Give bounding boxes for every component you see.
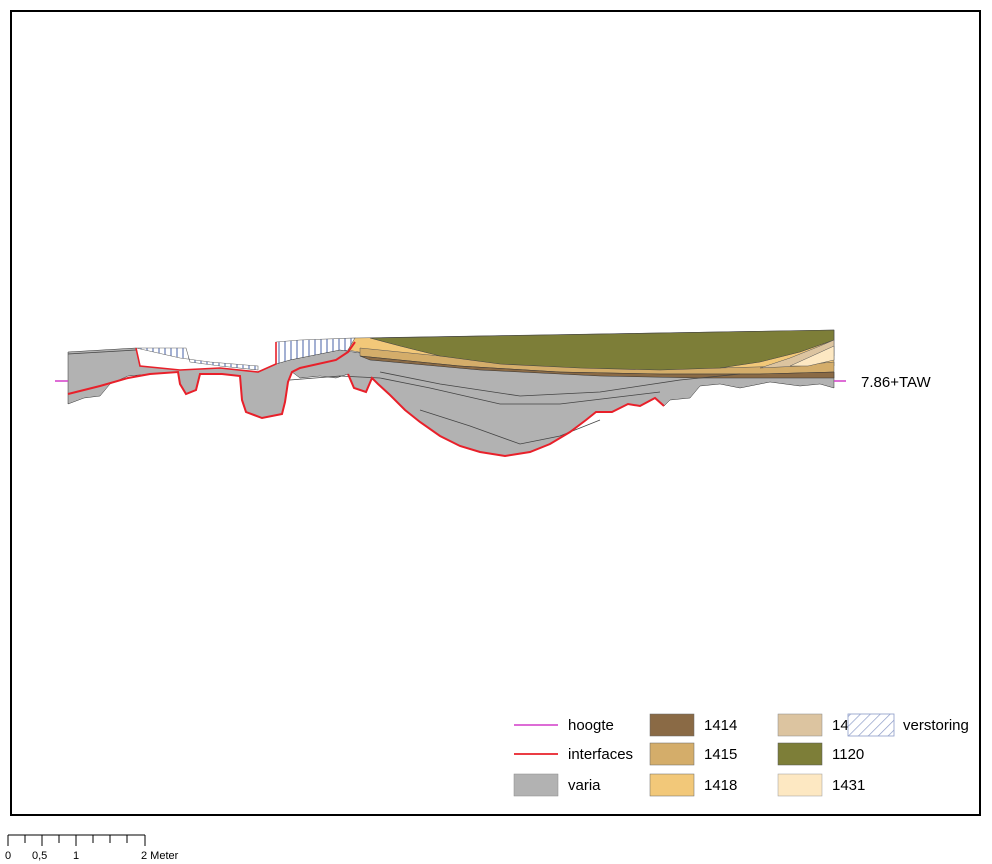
layer-1414	[359, 355, 835, 379]
legend-1415-label: 1415	[704, 746, 737, 763]
internal-line	[67, 349, 137, 355]
layer-1120	[369, 329, 835, 371]
scale-bar: 0 0,5 1 2 Meter	[5, 834, 179, 862]
legend-1431-swatch	[777, 773, 823, 797]
legend-1418-swatch	[649, 773, 695, 797]
legend-hoogte-label: hoogte	[568, 717, 614, 734]
legend-varia-swatch	[513, 773, 559, 797]
internal-line	[289, 375, 661, 405]
interface-line	[67, 341, 356, 420]
legend-interfaces-label: interfaces	[568, 746, 633, 763]
legend-1120-swatch	[777, 742, 823, 766]
legend-1431-label: 1431	[832, 777, 865, 794]
legend-1415-swatch	[649, 742, 695, 766]
scale-tick-1: 1	[73, 850, 79, 862]
elevation-label: 7.86+TAW	[861, 374, 931, 391]
scale-tick-0-5: 0,5	[32, 850, 47, 862]
legend: hoogte interfaces varia 1414 1415 1418 1…	[513, 713, 969, 797]
scale-tick-0: 0	[5, 850, 11, 862]
legend-verstoring-label: verstoring	[903, 717, 969, 734]
interface-line	[135, 342, 277, 373]
profile-frame	[10, 10, 981, 816]
legend-verstoring-swatch	[847, 713, 895, 737]
disturbance-left	[135, 347, 259, 371]
legend-1120-label: 1120	[832, 746, 864, 763]
legend-1414-swatch	[649, 713, 695, 737]
scale-tick-2-meter: 2 Meter	[141, 850, 179, 862]
layer-1431	[789, 345, 835, 367]
legend-1414-label: 1414	[704, 717, 737, 734]
internal-line	[379, 371, 741, 397]
interface-line	[347, 373, 665, 458]
legend-varia-label: varia	[568, 777, 601, 794]
legend-1419-swatch	[777, 713, 823, 737]
legend-1418-label: 1418	[704, 777, 737, 794]
